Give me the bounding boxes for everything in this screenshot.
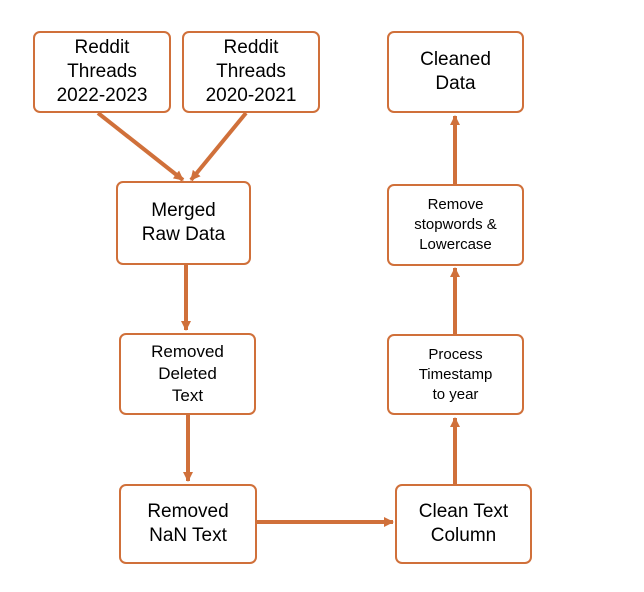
node-label: Remove stopwords & Lowercase: [414, 196, 497, 253]
node-clean-text-column: Clean Text Column: [395, 484, 532, 564]
node-label: Merged Raw Data: [141, 200, 226, 245]
edge-reddit-2022-to-merged: [96, 111, 185, 182]
node-label: Reddit Threads 2020-2021: [205, 37, 297, 106]
node-label: Clean Text Column: [418, 501, 509, 546]
node-label: Removed Deleted Text: [151, 342, 224, 405]
edge-reddit-2020-to-merged: [189, 111, 248, 182]
node-label: Removed NaN Text: [147, 501, 229, 546]
node-reddit-threads-2020-2021: Reddit Threads 2020-2021: [182, 31, 320, 113]
node-reddit-threads-2022-2023: Reddit Threads 2022-2023: [33, 31, 171, 113]
node-remove-stopwords-lowercase: Remove stopwords & Lowercase: [387, 184, 524, 266]
node-removed-nan-text: Removed NaN Text: [119, 484, 257, 564]
node-merged-raw-data: Merged Raw Data: [116, 181, 251, 265]
node-cleaned-data: Cleaned Data: [387, 31, 524, 113]
node-removed-deleted-text: Removed Deleted Text: [119, 333, 256, 415]
node-label: Process Timestamp to year: [418, 345, 493, 403]
node-label: Cleaned Data: [420, 49, 491, 94]
node-label: Reddit Threads 2022-2023: [56, 37, 148, 106]
node-process-timestamp-to-year: Process Timestamp to year: [387, 334, 524, 415]
